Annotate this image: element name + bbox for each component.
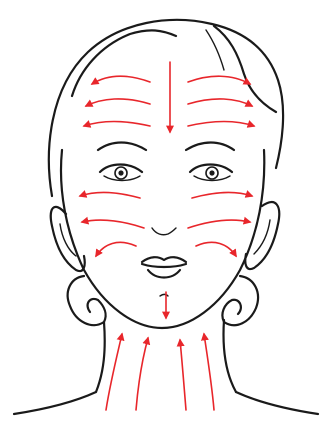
nose (152, 228, 176, 235)
hair-outline (49, 20, 283, 196)
left-eyebrow (98, 143, 146, 151)
neck-left (96, 322, 105, 392)
right-curl (222, 276, 258, 325)
arrow-forehead-right-1 (188, 76, 250, 84)
face-outline (14, 20, 318, 414)
hair-top-left (72, 30, 176, 96)
arrow-neck-1-up (106, 334, 122, 410)
right-pupil (209, 170, 214, 175)
arrow-neck-2-up (136, 338, 148, 410)
arrow-cheek-right-1 (192, 192, 252, 198)
arrow-neck-3-up (180, 340, 186, 410)
lower-lip (148, 270, 180, 278)
arrow-forehead-left-2 (86, 99, 150, 106)
arrow-cheek-left-2 (82, 220, 144, 228)
massage-arrows (80, 62, 254, 410)
arrow-forehead-left-3 (84, 122, 150, 127)
arrow-cheek-right-2 (188, 220, 250, 228)
arrow-cheek-left-3 (96, 242, 136, 256)
shoulder-left (14, 392, 96, 414)
face-contour (61, 150, 264, 328)
right-ear (245, 202, 279, 269)
arrow-forehead-right-2 (188, 99, 252, 106)
shoulder-right (236, 392, 318, 414)
neck-right (224, 320, 237, 392)
left-pupil (118, 170, 123, 175)
upper-lip (142, 257, 186, 262)
arrow-neck-4-up (204, 334, 214, 410)
arrow-cheek-right-3 (196, 242, 236, 256)
hair-strand (206, 30, 224, 70)
arrow-forehead-right-3 (188, 122, 254, 127)
arrow-cheek-left-1 (80, 192, 140, 198)
right-eyebrow (186, 143, 234, 151)
lip-line (142, 264, 186, 267)
left-curl (68, 276, 106, 325)
arrow-forehead-left-1 (92, 76, 150, 84)
